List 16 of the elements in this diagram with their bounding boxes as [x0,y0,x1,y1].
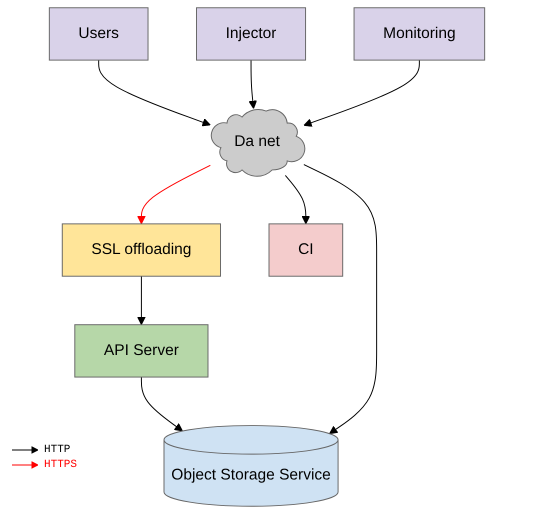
arrow [303,60,420,127]
arrow [98,60,211,126]
node-box: Injector [196,7,306,61]
node-box: Users [48,7,149,61]
node-box: Monitoring [354,7,486,61]
legend-text: HTTPS [44,459,78,471]
arrow [137,164,211,224]
node-box: CI [268,223,344,277]
legend-text: HTTP [44,444,70,456]
arrow [303,164,378,434]
node-box: API Server [74,324,208,378]
arrow [137,276,146,326]
arrow [248,60,258,109]
node-box: SSL offloading [62,223,222,277]
arrow [284,174,310,224]
arrow [140,376,183,432]
